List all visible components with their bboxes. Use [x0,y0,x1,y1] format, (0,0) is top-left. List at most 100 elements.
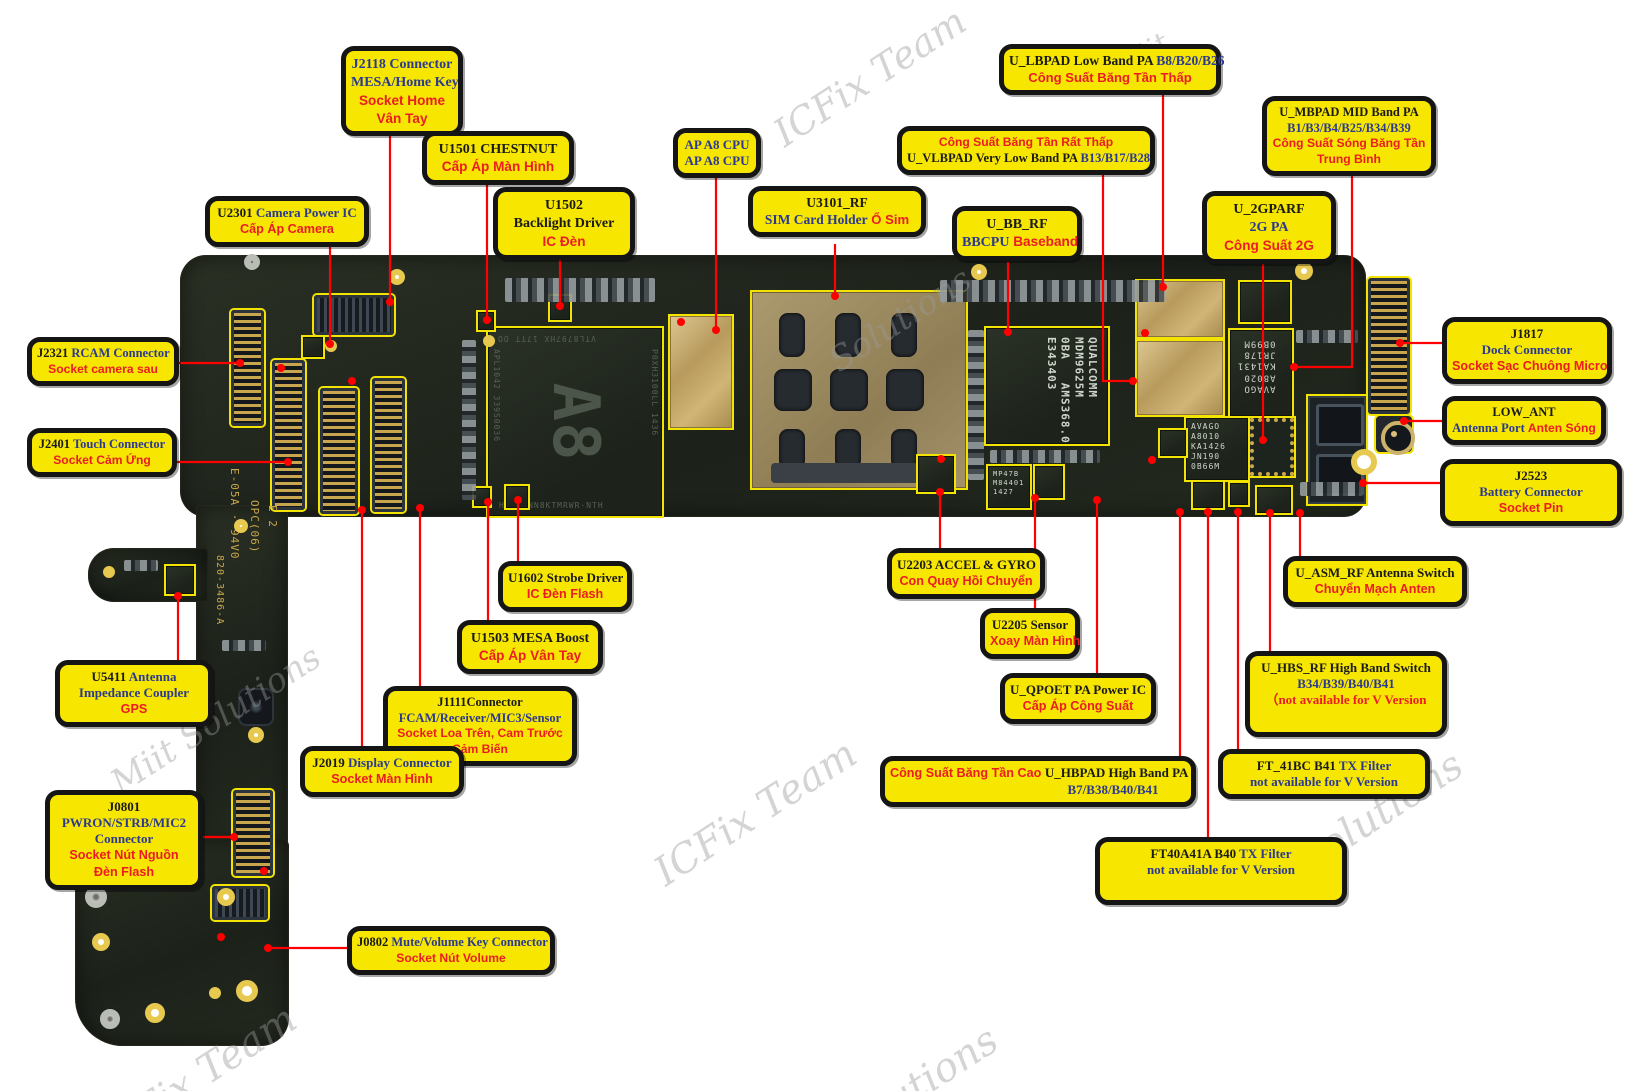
label-text: J2118 Connector [351,57,453,72]
pcb-smd-strip-8 [222,640,266,651]
pcb-hbs-ic [1257,487,1291,513]
label-text: Socket Sạc Chuông Micro [1452,359,1608,374]
pcb-screw-ring-7 [1351,449,1377,475]
pcb-screw-ring-12 [145,1003,165,1023]
label-line: Socket Loa Trên, Cam Trước [393,726,567,742]
label-text: B8/B20/B26 [1156,53,1225,68]
label-line: Cấp Áp Camera [215,221,359,238]
label-line: Socket Cảm Ứng [37,453,167,469]
pcb-tx-filter-ic-2 [1230,483,1248,505]
label-line: SIM Card Holder Ổ Sim [758,212,916,229]
label-line: Cấp Áp Vân Tay [467,647,593,665]
pcb-sim-holder [752,292,966,488]
watermark-text: Solutions [822,1017,1007,1091]
label-text: Công Suất Băng Tần Rất Thấp [938,135,1114,149]
pcb-lowant-port [1376,416,1415,455]
label-line: Socket Nút Nguồn [55,847,193,864]
pcb-gps-coupler-chip [166,566,194,594]
label-text: IC Đèn [542,233,586,249]
label-text: Camera Power IC [255,205,357,220]
label-text: TX Filter [1239,846,1292,861]
label-line: FCAM/Receiver/MIC3/Sensor [393,711,567,727]
label-line: 2G PA [1212,218,1326,236]
label-line: U5411 Antenna [65,669,203,685]
pcb-screw-ring-4 [483,335,495,347]
pcb-smd-strip-1 [505,278,655,302]
label-text: Battery Connector [1479,484,1583,500]
label-text: U_LBPAD Low Band PA [1009,53,1157,68]
label-text: Socket Nút Volume [396,950,506,965]
pcb-smd-strip-5 [990,450,1100,463]
label-line: Battery Connector [1450,484,1612,500]
label-text: B1/B3/B4/B25/B34/B39 [1287,120,1411,135]
label-text: U1501 CHESTNUT [438,142,558,157]
label-text: Baseband [1009,234,1079,250]
label-line: Công Suất Băng Tần Thấp [1009,70,1211,87]
label-text: Cấp Áp Vân Tay [478,648,582,664]
label-text: B7/B38/B40/B41 [1067,781,1159,797]
label-line: Cảm Biến [393,742,567,758]
label-text: （not available for V Version [1265,692,1427,708]
label-text: MESA/Home Key [351,75,459,91]
label-text: Vân Tay [376,110,428,126]
chip-marking-main: A8 [538,382,612,462]
label-text: Socket Pin [1498,501,1564,516]
label-text: 2G PA [1249,220,1289,236]
label-line: FT_41BC B41 TX Filter [1228,758,1420,774]
label-text: B13/B17/B28 [1080,150,1150,165]
label-text: Công Suất Sóng Băng Tần [1272,136,1426,150]
label-text: Connector [94,831,154,847]
label-line: Công Suất Sóng Băng Tần [1272,136,1426,152]
label-line: B7/B38/B40/B41 [890,782,1186,798]
label-text: IC Đèn Flash [526,587,604,602]
pcb-mp47b-chip: MP47B M84401 1427 [988,466,1030,508]
pcb-smd-strip-4 [462,340,476,500]
label-line: U_MBPAD MID Band PA [1272,105,1426,121]
label-text: not available for V Version [1249,774,1399,790]
pcb-display-connector [320,388,358,514]
pcb-qualcomm-baseband-chip: QUALCOMM MDM9625M 0BA AMS368.0 E343403 [986,328,1108,444]
sim-slot [835,313,861,357]
pcb-screw-ring-10 [217,888,235,906]
pcb-screw-ring-3 [325,340,337,352]
label-text: SIM Card Holder [764,211,868,227]
pcb-fcam-connector [372,378,405,512]
label-text: Chuyển Mạch Anten [1314,582,1436,597]
label-text: AP A8 CPU [684,153,750,169]
pcb-chestnut-ic [478,312,494,330]
label-line: Đèn Flash [55,864,193,881]
pcb-standoff-2 [100,1009,120,1029]
label-text: Mute/Volume Key Connector [391,935,548,949]
label-text: GPS [120,702,148,717]
label-text: J2401 [38,437,73,451]
label-line: Antenna Port Anten Sóng [1452,421,1596,437]
label-line: Xoay Màn Hình [990,633,1080,650]
label-line: Cấp Áp Công Suất [1010,698,1146,715]
label-line: U2205 Sensor [990,617,1070,633]
pcb-camera-power-ic [303,337,323,357]
label-line: LOW_ANT [1452,405,1596,421]
label-text: U_HBS_RF High Band Switch [1261,660,1431,675]
label-text: Antenna [128,669,177,684]
sim-slot [779,313,805,357]
label-line: J2321 RCAM Connector [37,346,170,362]
pcb-screw-ring-1 [244,254,260,270]
label-line: J1817 [1452,326,1602,342]
label-text: U_BB_RF [986,217,1048,232]
label-line: U_2GPARF [1212,200,1326,218]
label-line: PWRON/STRB/MIC2 [55,815,193,831]
label-line: U_QPOET PA Power IC [1010,682,1146,698]
label-line: GPS [65,701,203,718]
